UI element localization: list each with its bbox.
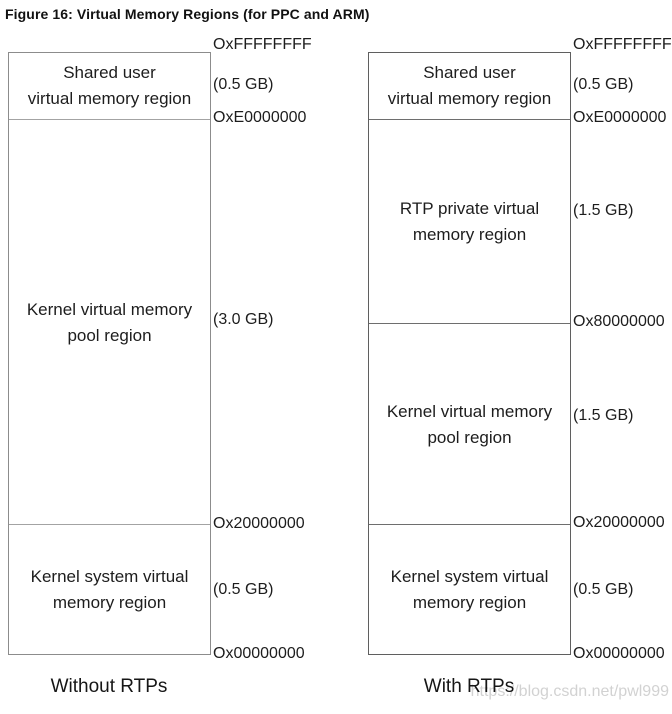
figure-title: Figure 16: Virtual Memory Regions (for P…: [5, 6, 370, 22]
caption-with-rtps: With RTPs: [423, 676, 515, 697]
size-kernel-system-right: (0.5 GB): [573, 581, 634, 598]
memory-map-without-rtps: Shared user virtual memory region Kernel…: [8, 52, 211, 655]
size-kernel-pool-left: (3.0 GB): [213, 311, 274, 328]
csdn-watermark: https://blog.csdn.net/pwl999: [470, 683, 669, 700]
region-label-line2: memory region: [412, 593, 527, 612]
address-0x20000000-right: Ox20000000: [573, 514, 665, 531]
address-0xffffffff-right: OxFFFFFFFF: [573, 36, 672, 53]
region-label-line2: pool region: [427, 427, 512, 447]
region-shared-user-left: Shared user virtual memory region: [9, 53, 210, 119]
region-label-line2: virtual memory region: [27, 89, 192, 108]
caption-without-rtps: Without RTPs: [50, 676, 168, 697]
address-0x20000000-left: Ox20000000: [213, 515, 305, 532]
address-0xe0000000-left: OxE0000000: [213, 109, 307, 126]
region-label-line1: RTP private virtual: [399, 199, 540, 218]
address-0x00000000-right: Ox00000000: [573, 645, 665, 662]
region-label-line2: virtual memory region: [387, 89, 552, 108]
size-rtp-private-right: (1.5 GB): [573, 202, 634, 219]
size-kernel-pool-right: (1.5 GB): [573, 407, 634, 424]
region-label-line2: pool region: [67, 325, 152, 345]
address-0x00000000-left: Ox00000000: [213, 645, 305, 662]
region-label-line2: memory region: [412, 225, 527, 244]
region-label-line1: Shared user: [423, 63, 516, 82]
address-0xffffffff-left: OxFFFFFFFF: [213, 36, 312, 53]
region-label-line2: memory region: [52, 593, 167, 612]
region-rtp-private-right: RTP private virtual memory region: [369, 119, 570, 324]
region-kernel-pool-right: Kernel virtual memory pool region: [369, 323, 570, 525]
region-shared-user-right: Shared user virtual memory region: [369, 53, 570, 119]
region-kernel-system-right: Kernel system virtual memory region: [369, 524, 570, 655]
address-0xe0000000-right: OxE0000000: [573, 109, 667, 126]
memory-map-with-rtps: Shared user virtual memory region RTP pr…: [368, 52, 571, 655]
size-shared-user-right: (0.5 GB): [573, 76, 634, 93]
region-label-line1: Kernel virtual memory: [386, 401, 553, 421]
size-kernel-system-left: (0.5 GB): [213, 581, 274, 598]
region-kernel-pool-left: Kernel virtual memory pool region: [9, 119, 210, 525]
region-label-line1: Kernel system virtual: [30, 567, 189, 586]
region-label-line1: Kernel system virtual: [390, 567, 549, 586]
region-kernel-system-left: Kernel system virtual memory region: [9, 524, 210, 655]
region-label-line1: Kernel virtual memory: [26, 299, 193, 319]
size-shared-user-left: (0.5 GB): [213, 76, 274, 93]
region-label-line1: Shared user: [63, 63, 156, 82]
address-0x80000000-right: Ox80000000: [573, 313, 665, 330]
